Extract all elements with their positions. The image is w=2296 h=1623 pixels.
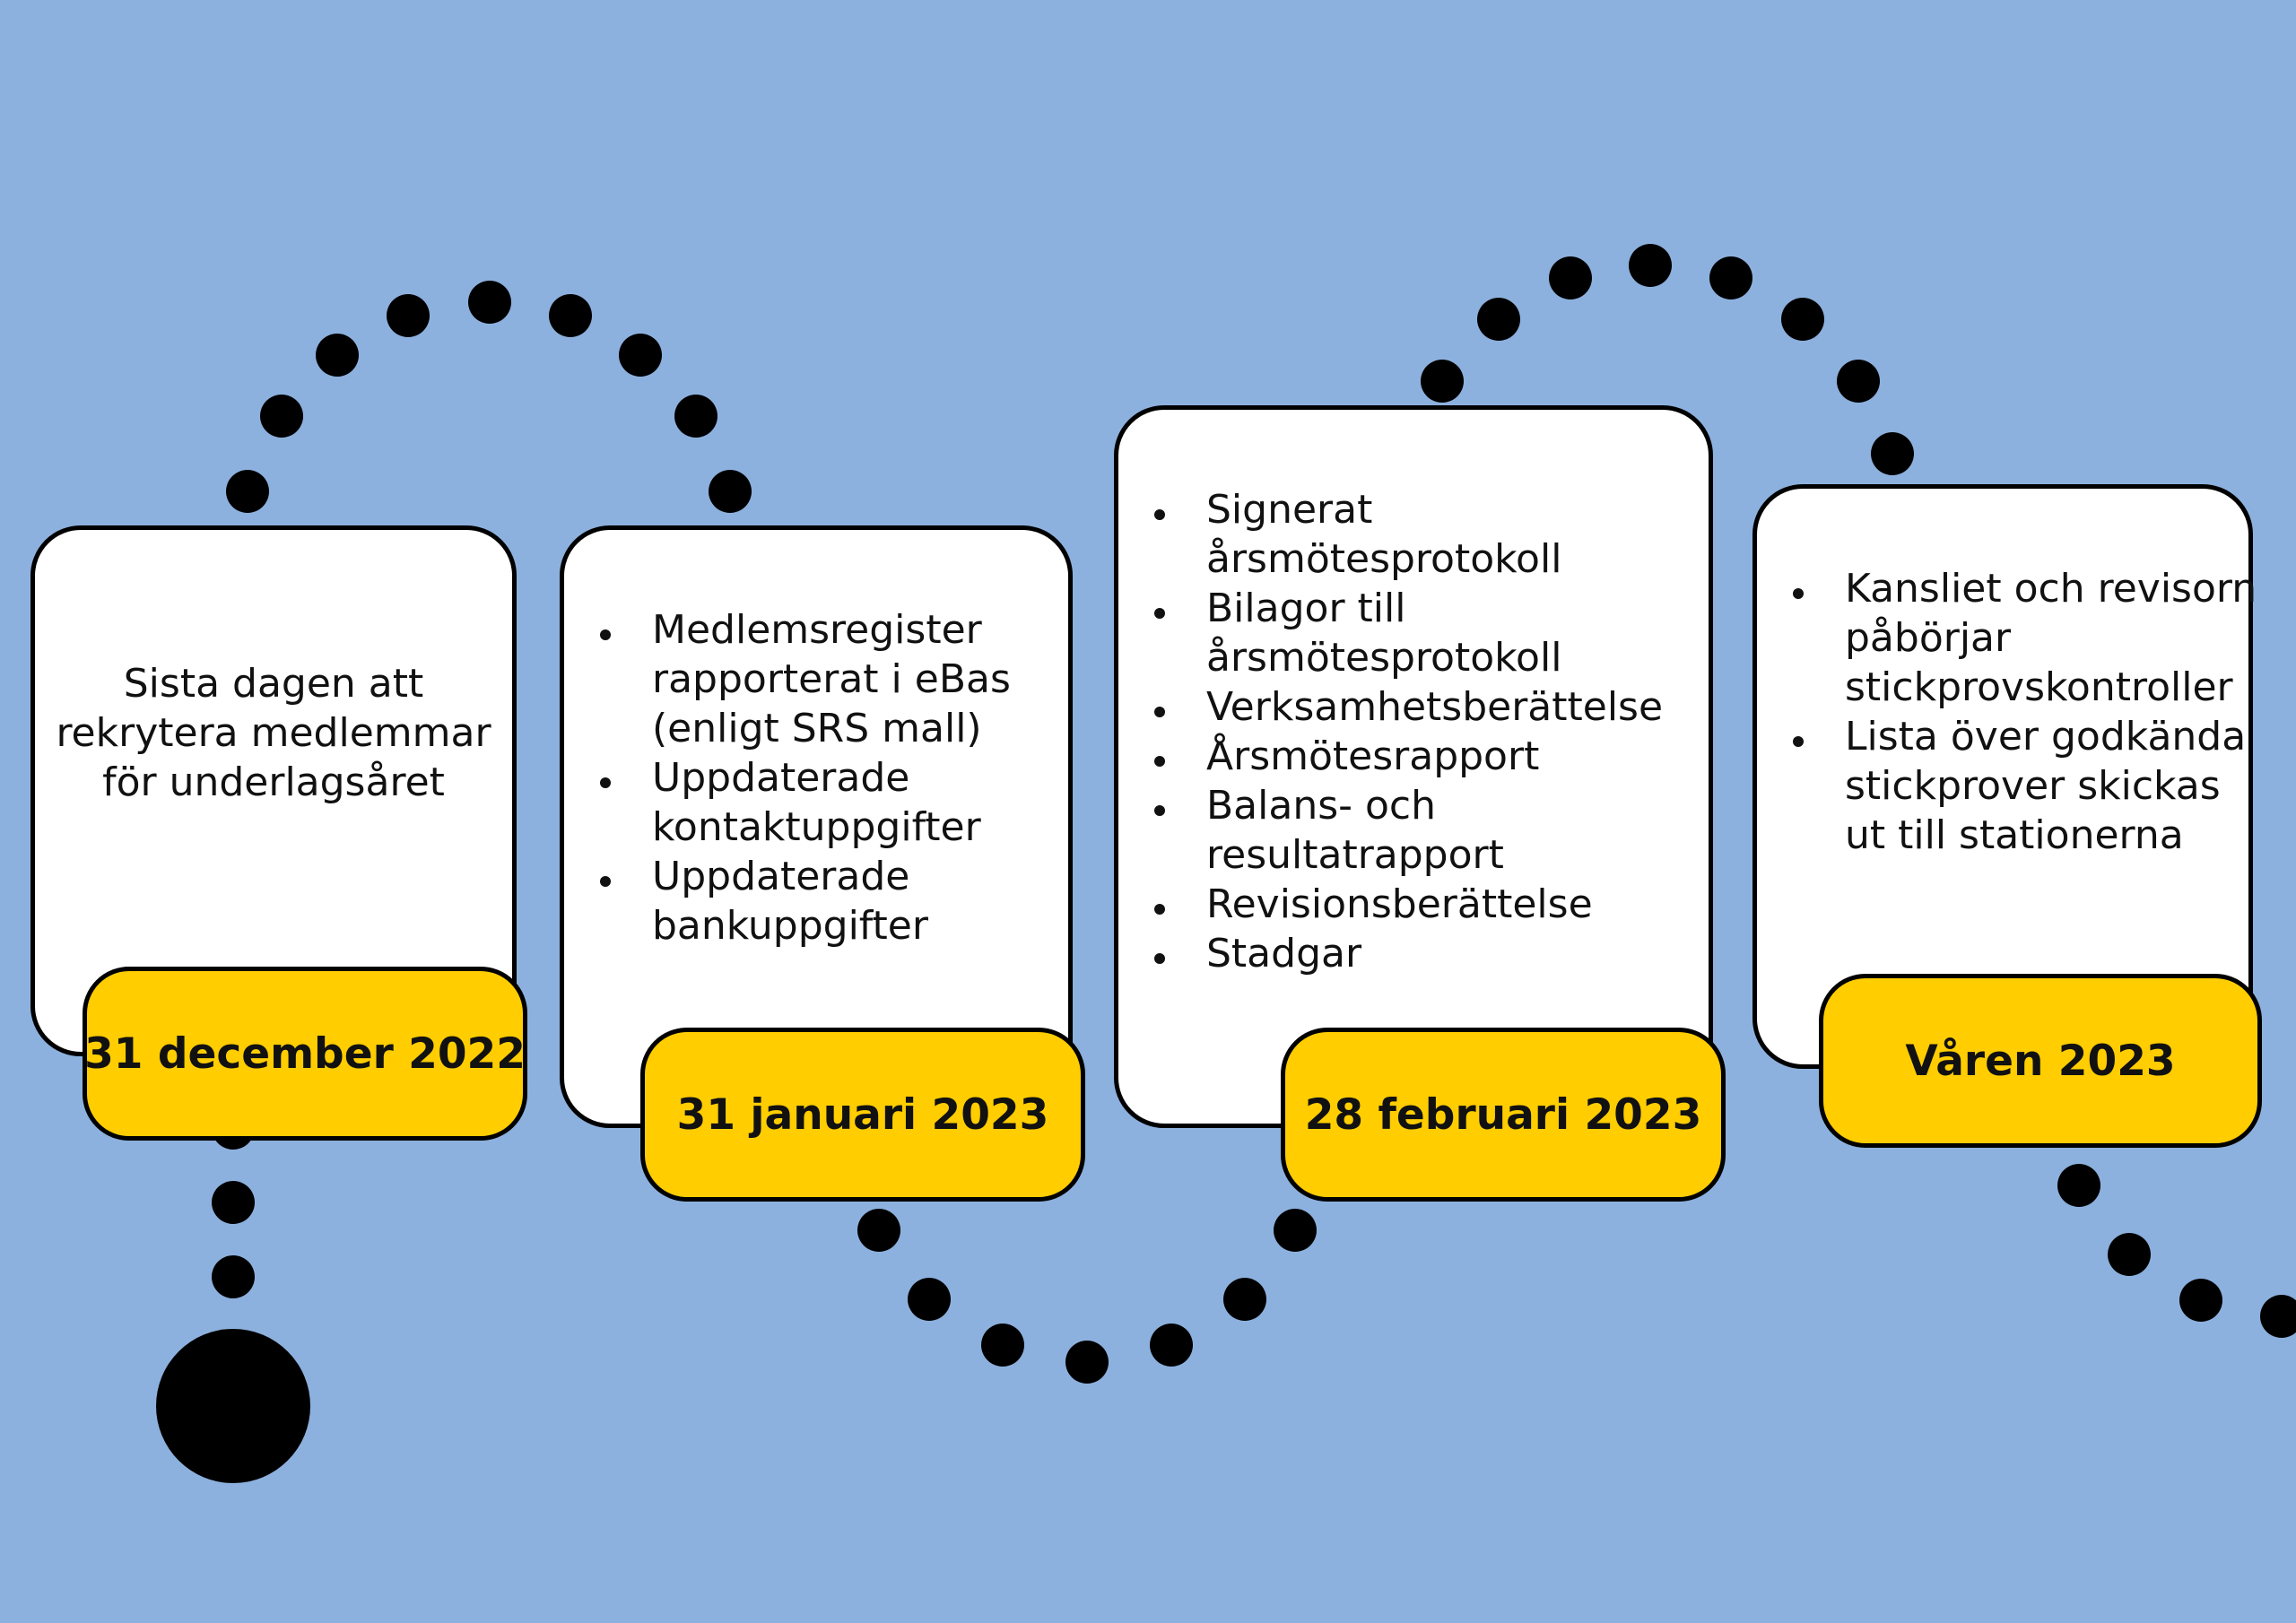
list-item: Kansliet och revisorn påbörjar stickprov… bbox=[1775, 564, 2266, 712]
path-dot bbox=[1871, 432, 1914, 475]
path-dot bbox=[2179, 1279, 2222, 1322]
list-item: Stadgar bbox=[1136, 929, 1762, 978]
path-dot bbox=[709, 470, 752, 513]
start-dot bbox=[156, 1329, 310, 1483]
path-dot bbox=[316, 334, 359, 377]
milestone-3-date: 28 februari 2023 bbox=[1281, 1028, 1726, 1202]
list-item: Balans- och resultatrapport bbox=[1136, 781, 1583, 880]
path-dot bbox=[260, 395, 303, 438]
path-dot bbox=[2057, 1164, 2100, 1207]
path-dot bbox=[226, 470, 269, 513]
path-dot bbox=[1837, 360, 1880, 403]
milestone-2-date: 31 januari 2023 bbox=[640, 1028, 1085, 1202]
path-dot bbox=[1477, 298, 1520, 341]
path-dot bbox=[857, 1209, 900, 1252]
list-item: Verksamhetsberättelse bbox=[1136, 682, 1762, 732]
path-dot bbox=[212, 1255, 255, 1298]
path-dot bbox=[1629, 244, 1672, 287]
list-item: Uppdaterade bankuppgifter bbox=[582, 852, 1029, 950]
path-dot bbox=[212, 1181, 255, 1224]
list-item: Uppdaterade kontaktuppgifter bbox=[582, 753, 1029, 852]
path-dot bbox=[1781, 298, 1824, 341]
list-item: Årsmötesrapport bbox=[1136, 732, 1762, 781]
list-item: Lista över godkända stickprover skickas … bbox=[1775, 712, 2266, 860]
path-dot bbox=[387, 294, 430, 337]
path-dot bbox=[468, 281, 511, 324]
path-dot bbox=[1065, 1341, 1109, 1384]
milestone-card-4: Kansliet och revisorn påbörjar stickprov… bbox=[1752, 484, 2257, 1069]
path-dot bbox=[619, 334, 662, 377]
milestone-1-text: Sista dagen att rekrytera medlemmar för … bbox=[56, 661, 491, 805]
milestone-4-list: Kansliet och revisorn påbörjar stickprov… bbox=[1775, 564, 2266, 860]
path-dot bbox=[1421, 360, 1464, 403]
path-dot bbox=[1709, 256, 1752, 299]
milestone-card-3: Signerat årsmötesprotokoll Bilagor till … bbox=[1114, 405, 1713, 1128]
path-dot bbox=[1150, 1324, 1193, 1367]
path-dot bbox=[549, 294, 592, 337]
list-item: Signerat årsmötesprotokoll bbox=[1136, 485, 1619, 584]
path-dot bbox=[1223, 1278, 1266, 1321]
milestone-4-date: Våren 2023 bbox=[1819, 974, 2262, 1148]
milestone-1-date: 31 december 2022 bbox=[83, 967, 527, 1141]
list-item: Revisionsberättelse bbox=[1136, 880, 1762, 929]
list-item: Medlemsregister rapporterat i eBas (enli… bbox=[582, 605, 1038, 753]
path-dot bbox=[1549, 256, 1592, 299]
path-dot bbox=[908, 1278, 951, 1321]
path-dot bbox=[674, 395, 718, 438]
path-dot bbox=[2260, 1295, 2296, 1338]
path-dot bbox=[1274, 1209, 1317, 1252]
milestone-3-list: Signerat årsmötesprotokoll Bilagor till … bbox=[1136, 485, 1762, 978]
path-dot bbox=[981, 1324, 1024, 1367]
milestone-2-list: Medlemsregister rapporterat i eBas (enli… bbox=[582, 605, 1038, 950]
path-dot bbox=[2108, 1233, 2151, 1276]
list-item: Bilagor till årsmötesprotokoll bbox=[1136, 584, 1619, 682]
